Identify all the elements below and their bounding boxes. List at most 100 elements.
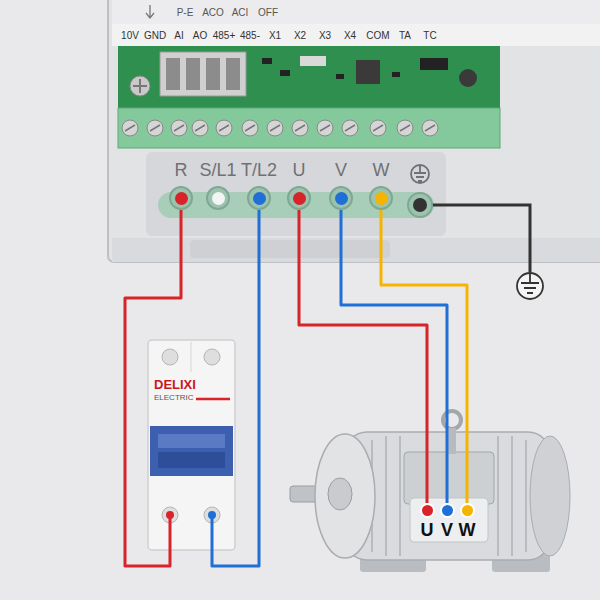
terminal-ring [206,186,230,210]
terminal-label: V [441,520,453,540]
terminal-plate [410,498,488,542]
wire-dot [420,503,435,518]
breaker-screw [204,349,220,365]
component [280,70,290,76]
pin-label: 10V [121,30,139,41]
motor-back [530,436,570,556]
terminal-label: R [175,160,188,180]
power-terminal: R [169,160,193,210]
brand-subtitle: ELECTRIC [154,393,235,403]
component [336,74,344,79]
chip [356,60,380,84]
wire [341,210,447,503]
terminal-ring [169,186,193,210]
wire-stub [211,515,214,550]
wire [299,210,427,503]
pin-label: AO [193,30,207,41]
circuit-breaker: DELIXIELECTRIC [148,340,235,550]
breaker-body [148,340,235,550]
pin-label: X1 [269,30,281,41]
pin-label: X2 [294,30,306,41]
pin-label: GND [144,30,166,41]
wire [381,210,467,503]
pin-label: TA [399,30,411,41]
ground-terminal [408,193,432,217]
motor-terminal: U [420,503,435,540]
eye-bolt-stem [448,428,456,454]
toggle-handle [158,434,225,448]
power-terminal: S/L1 [199,160,236,210]
terminal-label: W [373,160,390,180]
terminal-box [404,452,494,504]
dip-switch [160,52,246,96]
power-terminal: V [329,160,353,210]
motor-bearing [328,478,352,510]
pin-label: 485+ [213,30,236,41]
wire [212,210,259,566]
toggle-handle [158,452,225,468]
pin-label: OFF [258,7,278,18]
power-terminal: W [369,160,393,210]
breaker-toggle [150,426,233,476]
wire-dot [460,503,475,518]
ground-wire [432,205,530,272]
label-strip [112,24,600,46]
pin-label: X4 [344,30,356,41]
motor-terminal: W [459,503,476,540]
pin-label: AI [174,30,183,41]
pin-label: 485- [240,30,260,41]
terminal-ring [369,186,393,210]
wire-dot [212,192,225,205]
terminal-ring [329,186,353,210]
wire-end [166,511,174,519]
wire-stub [169,515,172,550]
cable-slot [190,240,390,258]
ground-symbol [517,273,543,299]
screw [130,76,150,96]
screw [459,69,477,87]
circuit-board [118,46,500,110]
switch-lever [206,58,220,90]
switch-lever [226,58,240,90]
component [392,72,400,77]
terminal-ring [247,186,271,210]
wire-dot [293,192,306,205]
terminal-screws [122,120,438,136]
component [420,58,448,70]
wire-dot [253,192,266,205]
power-terminal-area [146,152,446,236]
motor-terminal: V [440,503,455,540]
wire-dot [375,192,388,205]
pin-label: P-E [177,7,194,18]
wire-end [208,511,216,519]
housing-lip [112,238,600,262]
terminal-label: T/L2 [241,160,277,180]
pin-label: COM [366,30,389,41]
switch-lever [186,58,200,90]
motor-end-bell [315,434,375,558]
terminal-ring [287,186,311,210]
terminal-label: S/L1 [199,160,236,180]
terminal-block [118,108,500,148]
screw-slots [125,125,435,131]
terminal-label: V [335,160,347,180]
switch-lever [166,58,180,90]
component [262,58,272,64]
wire-dot [440,503,455,518]
top-cover [112,0,600,24]
wire-dot [335,192,348,205]
terminal-label: W [459,520,476,540]
terminal-label: U [421,520,434,540]
brand-name: DELIXI [154,377,235,392]
switch-arrow [146,5,154,18]
power-terminal: U [287,160,311,210]
pin-label: X3 [319,30,331,41]
breaker-screw [162,349,178,365]
breaker-divider [191,342,192,372]
wire-dot [175,192,188,205]
pin-label: TC [423,30,436,41]
power-terminal: T/L2 [241,160,277,210]
screw-slot [133,79,147,93]
